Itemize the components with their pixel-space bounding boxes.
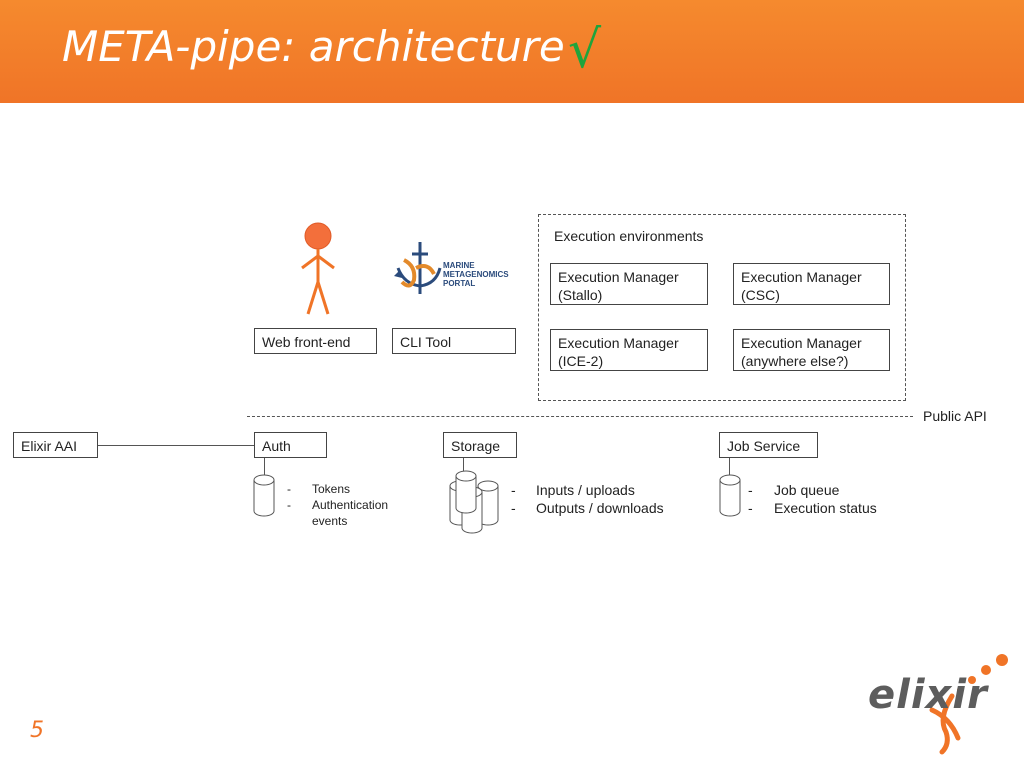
auth-label: Auth	[262, 438, 291, 454]
web-front-end-label: Web front-end	[262, 334, 351, 350]
job-service-box: Job Service	[719, 432, 818, 458]
cli-tool-label: CLI Tool	[400, 334, 452, 350]
job-db-connector	[729, 458, 730, 476]
portal-logo-line3: PORTAL	[443, 279, 476, 288]
user-person-icon	[301, 222, 335, 315]
slide-number: 5	[30, 718, 44, 743]
storage-store-list: -Inputs / uploads -Outputs / downloads	[511, 481, 664, 517]
public-api-boundary	[247, 416, 913, 417]
slide-title: META-pipe: architecture	[62, 22, 565, 71]
execution-manager-stallo-line1: Execution Manager	[558, 269, 679, 285]
job-service-label: Job Service	[727, 438, 801, 454]
execution-manager-anywhere-line1: Execution Manager	[741, 335, 862, 351]
auth-store-item: -Tokens	[287, 482, 351, 496]
execution-environments-label: Execution environments	[554, 228, 704, 244]
storage-box: Storage	[443, 432, 517, 458]
elixir-aai-box: Elixir AAI	[13, 432, 98, 458]
slide-header	[0, 0, 1024, 103]
marine-metagenomics-portal-logo	[394, 242, 442, 294]
storage-database-cluster-icon	[449, 470, 499, 534]
elixir-logo-icon	[929, 654, 1008, 755]
portal-logo-text: MARINE METAGENOMICS PORTAL	[443, 261, 509, 288]
aai-auth-connector	[98, 445, 254, 446]
checkmark-icon: √	[568, 20, 602, 80]
portal-logo-line1: MARINE	[443, 261, 475, 270]
execution-manager-ice2-line1: Execution Manager	[558, 335, 679, 351]
execution-manager-csc-line1: Execution Manager	[741, 269, 862, 285]
execution-manager-csc-line2: (CSC)	[741, 287, 780, 303]
cli-tool-box: CLI Tool	[392, 328, 516, 354]
auth-database-icon	[253, 474, 275, 517]
execution-manager-anywhere: Execution Manager (anywhere else?)	[733, 329, 890, 371]
storage-db-connector	[463, 458, 464, 480]
auth-store-item: -Authentication	[287, 498, 389, 512]
job-store-list: -Job queue -Execution status	[748, 481, 877, 517]
web-front-end-box: Web front-end	[254, 328, 377, 354]
storage-label: Storage	[451, 438, 501, 454]
elixir-aai-label: Elixir AAI	[21, 438, 78, 454]
auth-box: Auth	[254, 432, 327, 458]
execution-manager-stallo-line2: (Stallo)	[558, 287, 603, 303]
job-database-icon	[719, 474, 741, 517]
public-api-label: Public API	[923, 408, 987, 424]
elixir-logo-text: elixir	[868, 672, 988, 718]
portal-logo-line2: METAGENOMICS	[443, 270, 509, 279]
execution-manager-stallo: Execution Manager (Stallo)	[550, 263, 708, 305]
execution-manager-ice2: Execution Manager (ICE-2)	[550, 329, 708, 371]
auth-store-list: -Tokens -Authentication events	[287, 481, 388, 529]
job-store-item: -Job queue	[748, 482, 840, 498]
storage-store-item: -Inputs / uploads	[511, 482, 635, 498]
storage-store-item: -Outputs / downloads	[511, 500, 664, 516]
execution-manager-anywhere-line2: (anywhere else?)	[741, 353, 849, 369]
auth-store-item: events	[312, 514, 348, 528]
auth-db-connector	[264, 458, 265, 476]
job-store-item: -Execution status	[748, 500, 877, 516]
execution-manager-csc: Execution Manager (CSC)	[733, 263, 890, 305]
execution-manager-ice2-line2: (ICE-2)	[558, 353, 604, 369]
execution-environments-group	[538, 214, 906, 401]
